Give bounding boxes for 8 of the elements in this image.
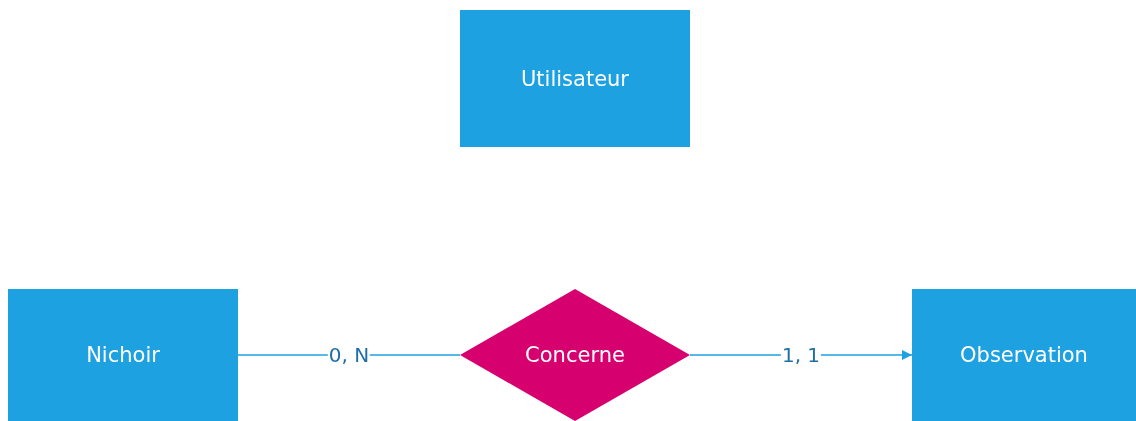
- entity-box: [8, 289, 238, 421]
- relationship-diamond: [460, 289, 690, 421]
- entity-box: [460, 10, 690, 147]
- node-label: Utilisateur: [521, 66, 629, 91]
- node-label: Observation: [960, 343, 1088, 367]
- node-label: Nichoir: [86, 343, 160, 367]
- node-label: Concerne: [525, 343, 625, 367]
- entity-box: [912, 289, 1136, 421]
